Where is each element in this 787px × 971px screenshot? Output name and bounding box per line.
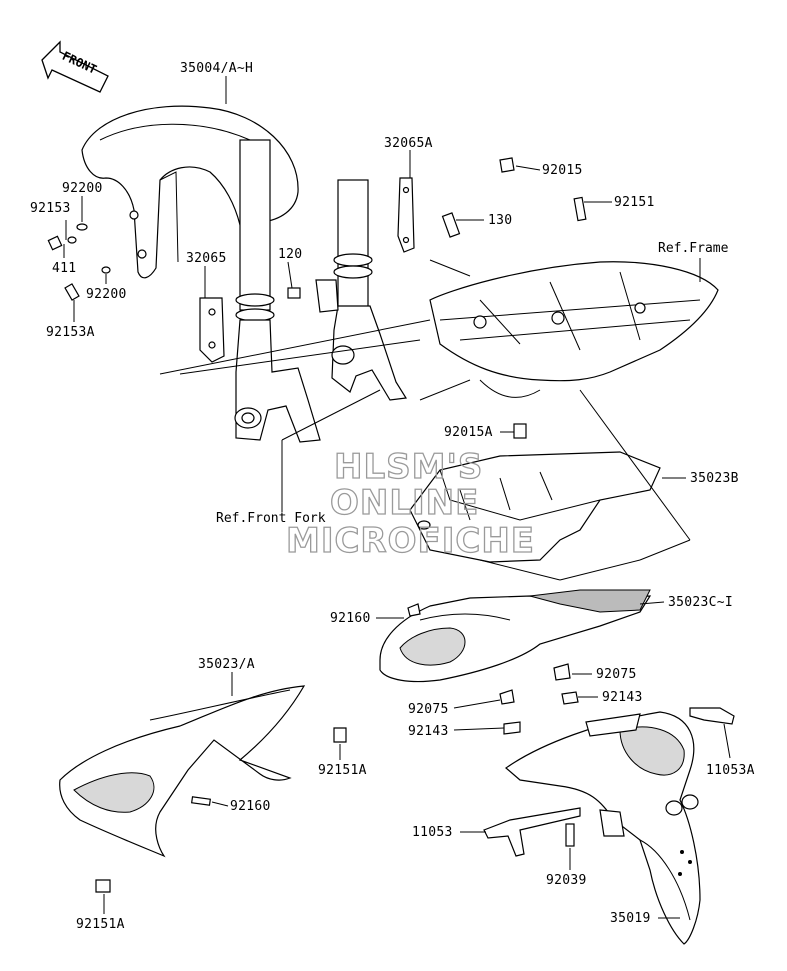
watermark-line2: ONLINE: [330, 483, 479, 523]
clip-92075-part: [499, 689, 515, 705]
nut-92143b-part: [561, 691, 579, 705]
front-arrow-icon: FRONT: [41, 40, 109, 93]
label-92039: 92039: [546, 873, 587, 888]
clip-92075b-part: [553, 663, 571, 681]
label-group: 35004/A~H 32065A 92015 92151 130 Ref.Fra…: [30, 61, 755, 932]
bolt-92151-part: [573, 196, 587, 222]
label-35023B: 35023B: [690, 471, 739, 486]
watermark-line1: HLSM'S: [334, 447, 483, 487]
label-92160-b: 92160: [230, 799, 271, 814]
label-92151A-a: 92151A: [318, 763, 367, 778]
label-92151: 92151: [614, 195, 655, 210]
label-ref-front-fork: Ref.Front Fork: [216, 511, 326, 526]
label-92160-a: 92160: [330, 611, 371, 626]
bracket-11053-part: [483, 807, 581, 857]
nut-92015A-part: [513, 423, 527, 439]
bolt-92151A-part: [333, 727, 347, 743]
label-411: 411: [52, 261, 76, 276]
label-120: 120: [278, 247, 302, 262]
rear-frame-part: [419, 259, 719, 401]
bolt-130-part: [441, 212, 461, 238]
label-35004: 35004/A~H: [180, 61, 253, 76]
label-92153: 92153: [30, 201, 71, 216]
bracket-11053A-part: [689, 707, 735, 725]
label-92200-b: 92200: [86, 287, 127, 302]
label-92015: 92015: [542, 163, 583, 178]
label-ref-frame: Ref.Frame: [658, 241, 729, 256]
nut-92143-part: [503, 721, 521, 735]
label-92015A: 92015A: [444, 425, 493, 440]
label-92151A-b: 92151A: [76, 917, 125, 932]
label-92200-a: 92200: [62, 181, 103, 196]
label-92143-b: 92143: [408, 724, 449, 739]
fork-bracket-part: [199, 177, 415, 363]
nut-92015-part: [499, 157, 515, 173]
seat-cowl-part: [379, 589, 652, 683]
rear-fender-part: [505, 711, 701, 945]
screw-92039-part: [565, 823, 575, 847]
label-35023C: 35023C~I: [668, 595, 733, 610]
watermark-line3: MICROFICHE: [286, 521, 535, 561]
side-cover-part: [59, 685, 306, 858]
label-92143-a: 92143: [602, 690, 643, 705]
bolt-120-part: [287, 287, 301, 299]
label-35023: 35023/A: [198, 657, 255, 672]
label-130: 130: [488, 213, 512, 228]
label-92153A: 92153A: [46, 325, 95, 340]
bolt-92151A-b-part: [95, 879, 111, 893]
watermark: HLSM'S ONLINE MICROFICHE: [285, 446, 535, 561]
label-32065A: 32065A: [384, 136, 433, 151]
label-92075-b: 92075: [408, 702, 449, 717]
front-fork-part: [234, 139, 408, 443]
label-35019: 35019: [610, 911, 651, 926]
fastener-group-left: [47, 223, 111, 301]
label-92075-a: 92075: [596, 667, 637, 682]
label-11053: 11053: [412, 825, 453, 840]
label-32065: 32065: [186, 251, 227, 266]
label-11053A: 11053A: [706, 763, 755, 778]
leader-lines: [63, 76, 731, 919]
